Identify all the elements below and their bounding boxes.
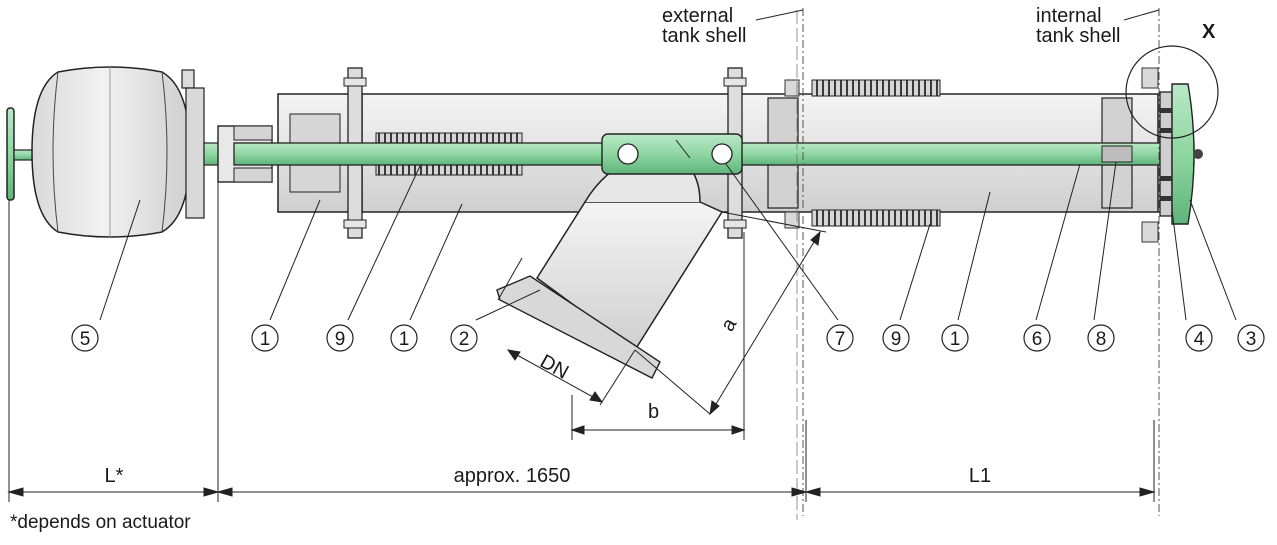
- svg-text:8: 8: [1096, 329, 1107, 350]
- callout-1-left: 1: [251, 324, 279, 352]
- callout-1-right: 1: [941, 324, 969, 352]
- svg-text:3: 3: [1246, 329, 1257, 350]
- actuator: [6, 66, 235, 238]
- valve-disc: [1171, 83, 1195, 225]
- callout-9-left: 9: [326, 324, 354, 352]
- svg-text:9: 9: [891, 329, 902, 350]
- svg-text:2: 2: [459, 329, 470, 350]
- footnote: *depends on actuator: [10, 512, 191, 533]
- dim-a: [634, 211, 827, 416]
- callout-4: 4: [1185, 324, 1213, 352]
- svg-text:5: 5: [80, 329, 91, 350]
- dim-approx-1650: approx. 1650: [454, 465, 571, 487]
- dim-l-star: L*: [105, 465, 124, 487]
- detail-mark: X: [1202, 21, 1216, 43]
- svg-text:4: 4: [1194, 329, 1205, 350]
- detail-circle: [1125, 45, 1219, 139]
- bellows-right-top: [811, 79, 941, 97]
- dim-l1: L1: [969, 465, 991, 487]
- dim-b-label: b: [648, 401, 659, 423]
- dim-a-label: a: [717, 314, 742, 335]
- handwheel: [6, 107, 15, 201]
- coupling: [601, 133, 743, 175]
- callout-7: 7: [826, 324, 854, 352]
- dim-dn: [497, 257, 636, 406]
- callout-5: 5: [71, 324, 99, 352]
- svg-text:1: 1: [260, 329, 271, 350]
- callout-3: 3: [1237, 324, 1265, 352]
- stem-guide: [1101, 145, 1133, 163]
- callout-2: 2: [450, 324, 478, 352]
- svg-text:9: 9: [335, 329, 346, 350]
- callout-1-middle: 1: [390, 324, 418, 352]
- external-shell-label: external tank shell: [662, 5, 804, 47]
- svg-text:internal: internal: [1036, 5, 1102, 27]
- callout-9-right: 9: [882, 324, 910, 352]
- svg-text:external: external: [662, 5, 733, 27]
- dim-dn-label: DN: [536, 351, 572, 384]
- internal-shell-label: internal tank shell: [1036, 5, 1160, 47]
- internal-tank-shell: [1141, 8, 1160, 516]
- callout-6: 6: [1023, 324, 1051, 352]
- tank-flange-and-disc: [1159, 83, 1203, 225]
- svg-text:tank shell: tank shell: [662, 25, 747, 47]
- external-tank-shell: [784, 8, 804, 520]
- svg-text:1: 1: [950, 329, 961, 350]
- callout-leaders: [99, 161, 1237, 321]
- svg-text:7: 7: [835, 329, 846, 350]
- svg-text:tank shell: tank shell: [1036, 25, 1121, 47]
- dim-b: [570, 232, 746, 440]
- callout-8: 8: [1087, 324, 1115, 352]
- overall-dimensions: [7, 182, 1156, 502]
- svg-text:1: 1: [399, 329, 410, 350]
- svg-text:6: 6: [1032, 329, 1043, 350]
- bellows-right-bottom: [811, 209, 941, 227]
